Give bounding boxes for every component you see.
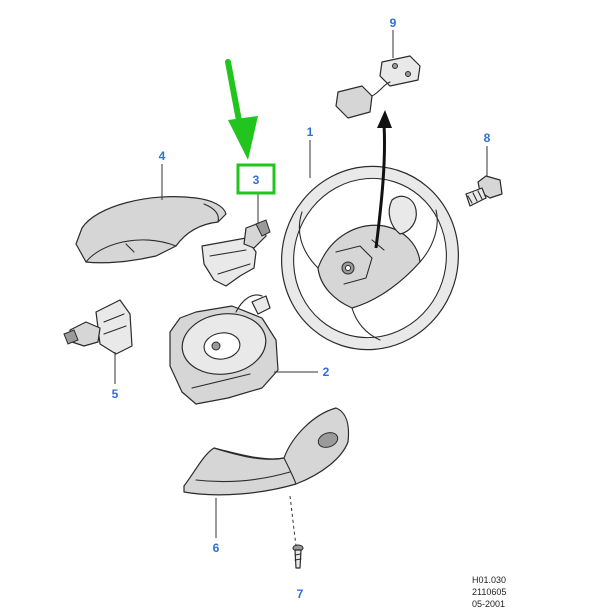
reference-code-line-2: 2110605 [472,587,506,597]
airbag-connector [335,55,421,119]
callout-3: 3 [253,173,260,187]
callout-8: 8 [484,131,491,145]
reference-code-line-3: 05-2001 [472,599,505,609]
upper-shroud [75,196,227,264]
assembly-arrow [374,110,392,249]
callout-7: 7 [297,587,304,601]
callout-4: 4 [159,149,166,163]
leader-7 [289,495,297,547]
callout-2: 2 [323,365,330,379]
callout-1: 1 [307,125,314,139]
reference-code-line-1: H01.030 [472,575,506,585]
indicator-switch [63,299,133,355]
shroud-screw [292,544,304,569]
lower-shroud [183,407,350,496]
highlight-arrow [225,59,258,160]
wiper-switch [201,219,271,287]
callout-5: 5 [112,387,119,401]
steering-wheel-bolt [465,175,503,207]
callout-6: 6 [213,541,220,555]
callout-3-highlight-box [236,163,276,195]
steering-wheel [281,165,459,351]
callout-9: 9 [390,16,397,30]
clock-spring [169,294,279,405]
